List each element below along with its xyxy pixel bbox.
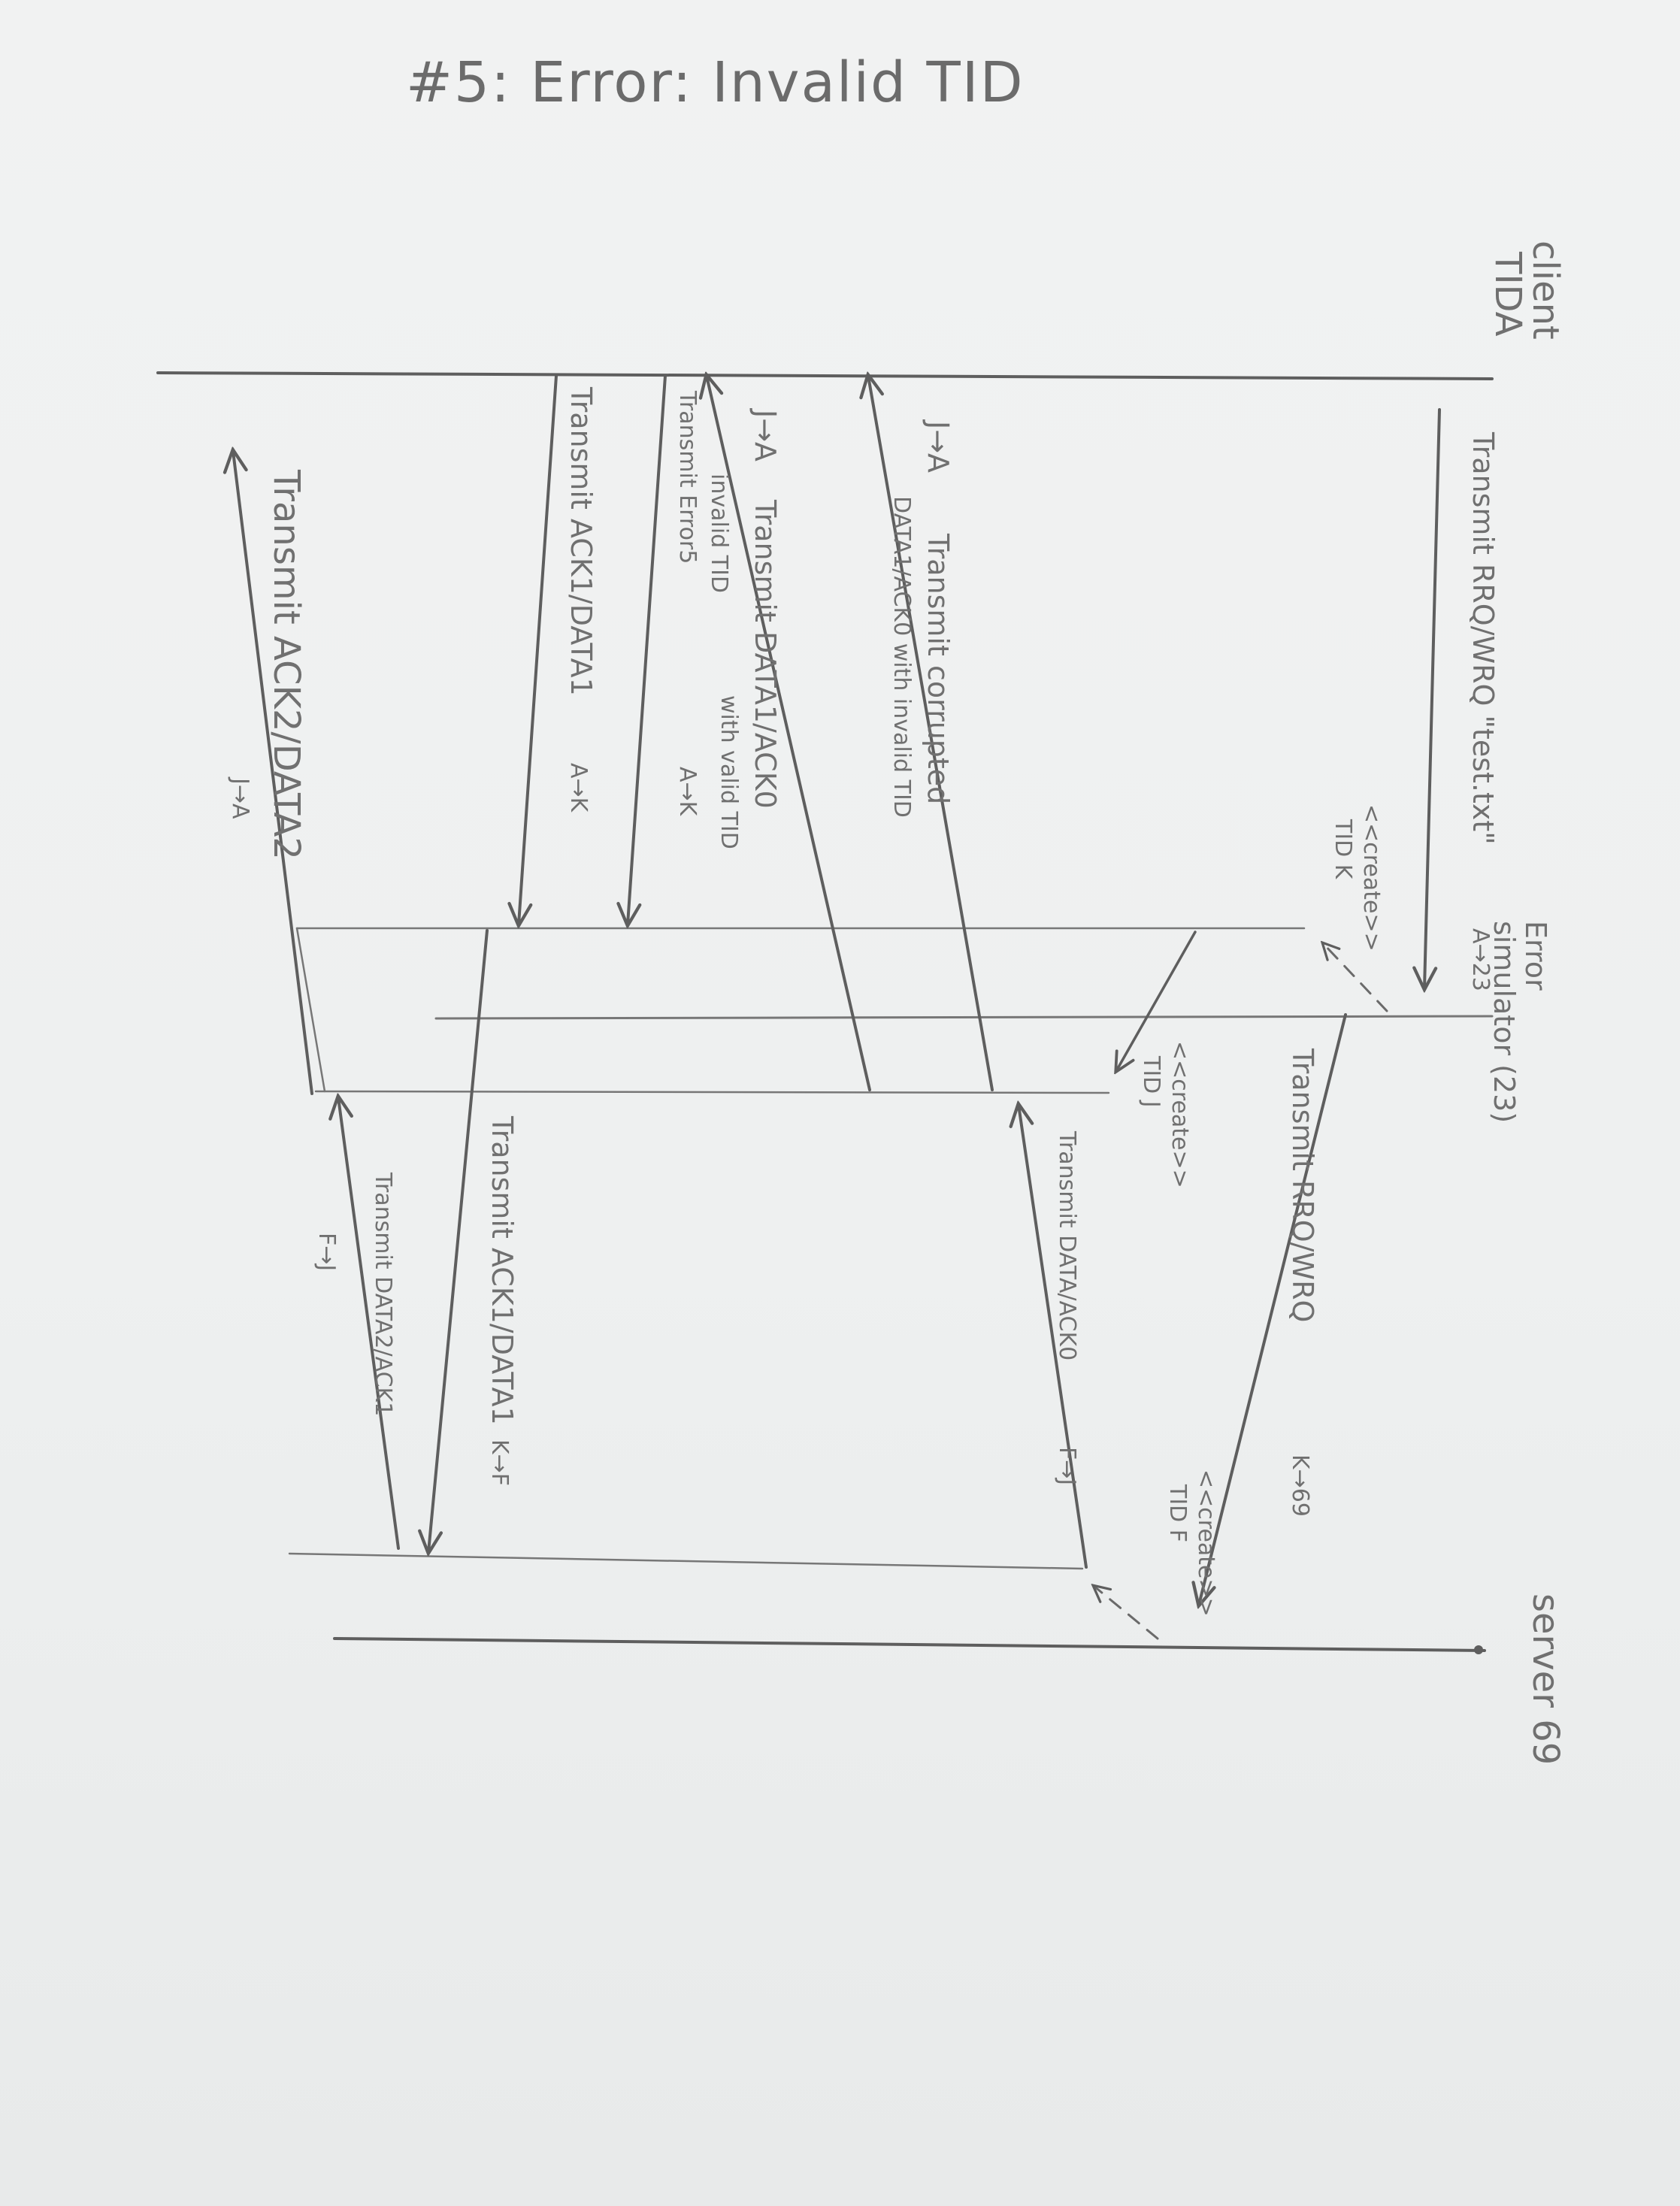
create-tid-j-arrow [1116, 931, 1197, 1071]
participant-server: server 69 [1524, 1593, 1566, 1765]
note-create-j: <<create>> [1167, 1041, 1193, 1188]
msg-rrq-wrq-label: Transmit RRQ/WRQ [1286, 1048, 1319, 1322]
participant-client-tid: TIDA [1487, 251, 1529, 337]
msg-ack1-data1-a-k-direction: A→K [565, 763, 592, 813]
note-tid-f: TID F [1164, 1484, 1191, 1542]
note-tid-j: TID J [1138, 1055, 1164, 1108]
msg-ack2-data2-label: Transmit ACK2/DATA2 [265, 469, 307, 860]
msg-error5-label: Transmit Error5 [674, 390, 701, 564]
note-tid-k: TID K [1330, 819, 1356, 880]
msg-data-ack0-direction: F→J [1054, 1447, 1080, 1485]
msg-ack1-data1-k-f-arrow [428, 929, 489, 1552]
msg-valid-label-2: with valid TID [716, 695, 742, 849]
lifeline-server [333, 1637, 1486, 1652]
thread-j-line [314, 1090, 1110, 1094]
msg-rrq-wrq-test-label: Transmit RRQ/WRQ "test.txt" [1467, 431, 1500, 845]
msg-corrupted-data-arrow [868, 376, 994, 1091]
diagram-title: #5: Error: Invalid TID [406, 50, 1025, 115]
msg-error5-arrow [628, 374, 667, 924]
msg-rrq-wrq-arrow [1199, 1013, 1347, 1605]
note-create-f: <<create>> [1193, 1469, 1219, 1617]
msg-ack1-data1-a-k-label: Transmit ACK1/DATA1 [565, 386, 598, 696]
msg-ack1-data1-k-f-label: Transmit ACK1/DATA1 [486, 1115, 519, 1425]
thread-f-line [288, 1552, 1084, 1570]
msg-data-ack0-arrow [1019, 1105, 1088, 1569]
msg-rrq-wrq-test-arrow [1424, 408, 1441, 988]
msg-valid-data-arrow [707, 376, 871, 1091]
msg-error5-label-2: invalid TID [706, 474, 732, 593]
msg-error5-direction: A→K [674, 767, 701, 817]
note-create-k: <<create>> [1358, 804, 1385, 952]
msg-valid-dir: J→A [749, 408, 782, 461]
lifeline-client [156, 371, 1494, 380]
msg-data2-ack1-label: Transmit DATA2/ACK1 [370, 1172, 396, 1416]
msg-ack2-data2-direction: J→A [227, 776, 253, 819]
msg-rrq-wrq-direction: K→69 [1287, 1454, 1313, 1517]
msg-rrq-wrq-test-direction: A→23 [1467, 928, 1494, 991]
msg-ack2-data2-arrow [233, 451, 313, 1095]
lifeline-error-simulator [434, 1015, 1494, 1020]
thread-join-left [295, 927, 326, 1093]
msg-valid-label: Transmit DATA1/ACK0 [749, 499, 782, 809]
participant-client: client [1524, 241, 1566, 340]
msg-data-ack0-label: Transmit DATA/ACK0 [1054, 1130, 1080, 1360]
participant-error-simulator-line2: simulator (23) [1488, 921, 1521, 1123]
create-tid-f-arrow [1094, 1586, 1159, 1640]
msg-ack1-data1-k-f-direction: K→F [486, 1439, 513, 1486]
create-tid-k-arrow [1323, 943, 1388, 1012]
participant-error-simulator-line1: Error [1519, 921, 1552, 991]
msg-ack1-data1-a-k-arrow [519, 374, 558, 924]
msg-corrupted-label: Transmit corrupted [922, 533, 955, 804]
msg-data2-ack1-direction: F→J [313, 1233, 340, 1271]
msg-corrupted-dir: J→A [922, 419, 955, 473]
msg-data2-ack1-arrow [338, 1097, 400, 1550]
msg-corrupted-label-2: DATA1/ACK0 with invalid TID [888, 496, 915, 818]
server-lifeline-end [1474, 1645, 1483, 1654]
